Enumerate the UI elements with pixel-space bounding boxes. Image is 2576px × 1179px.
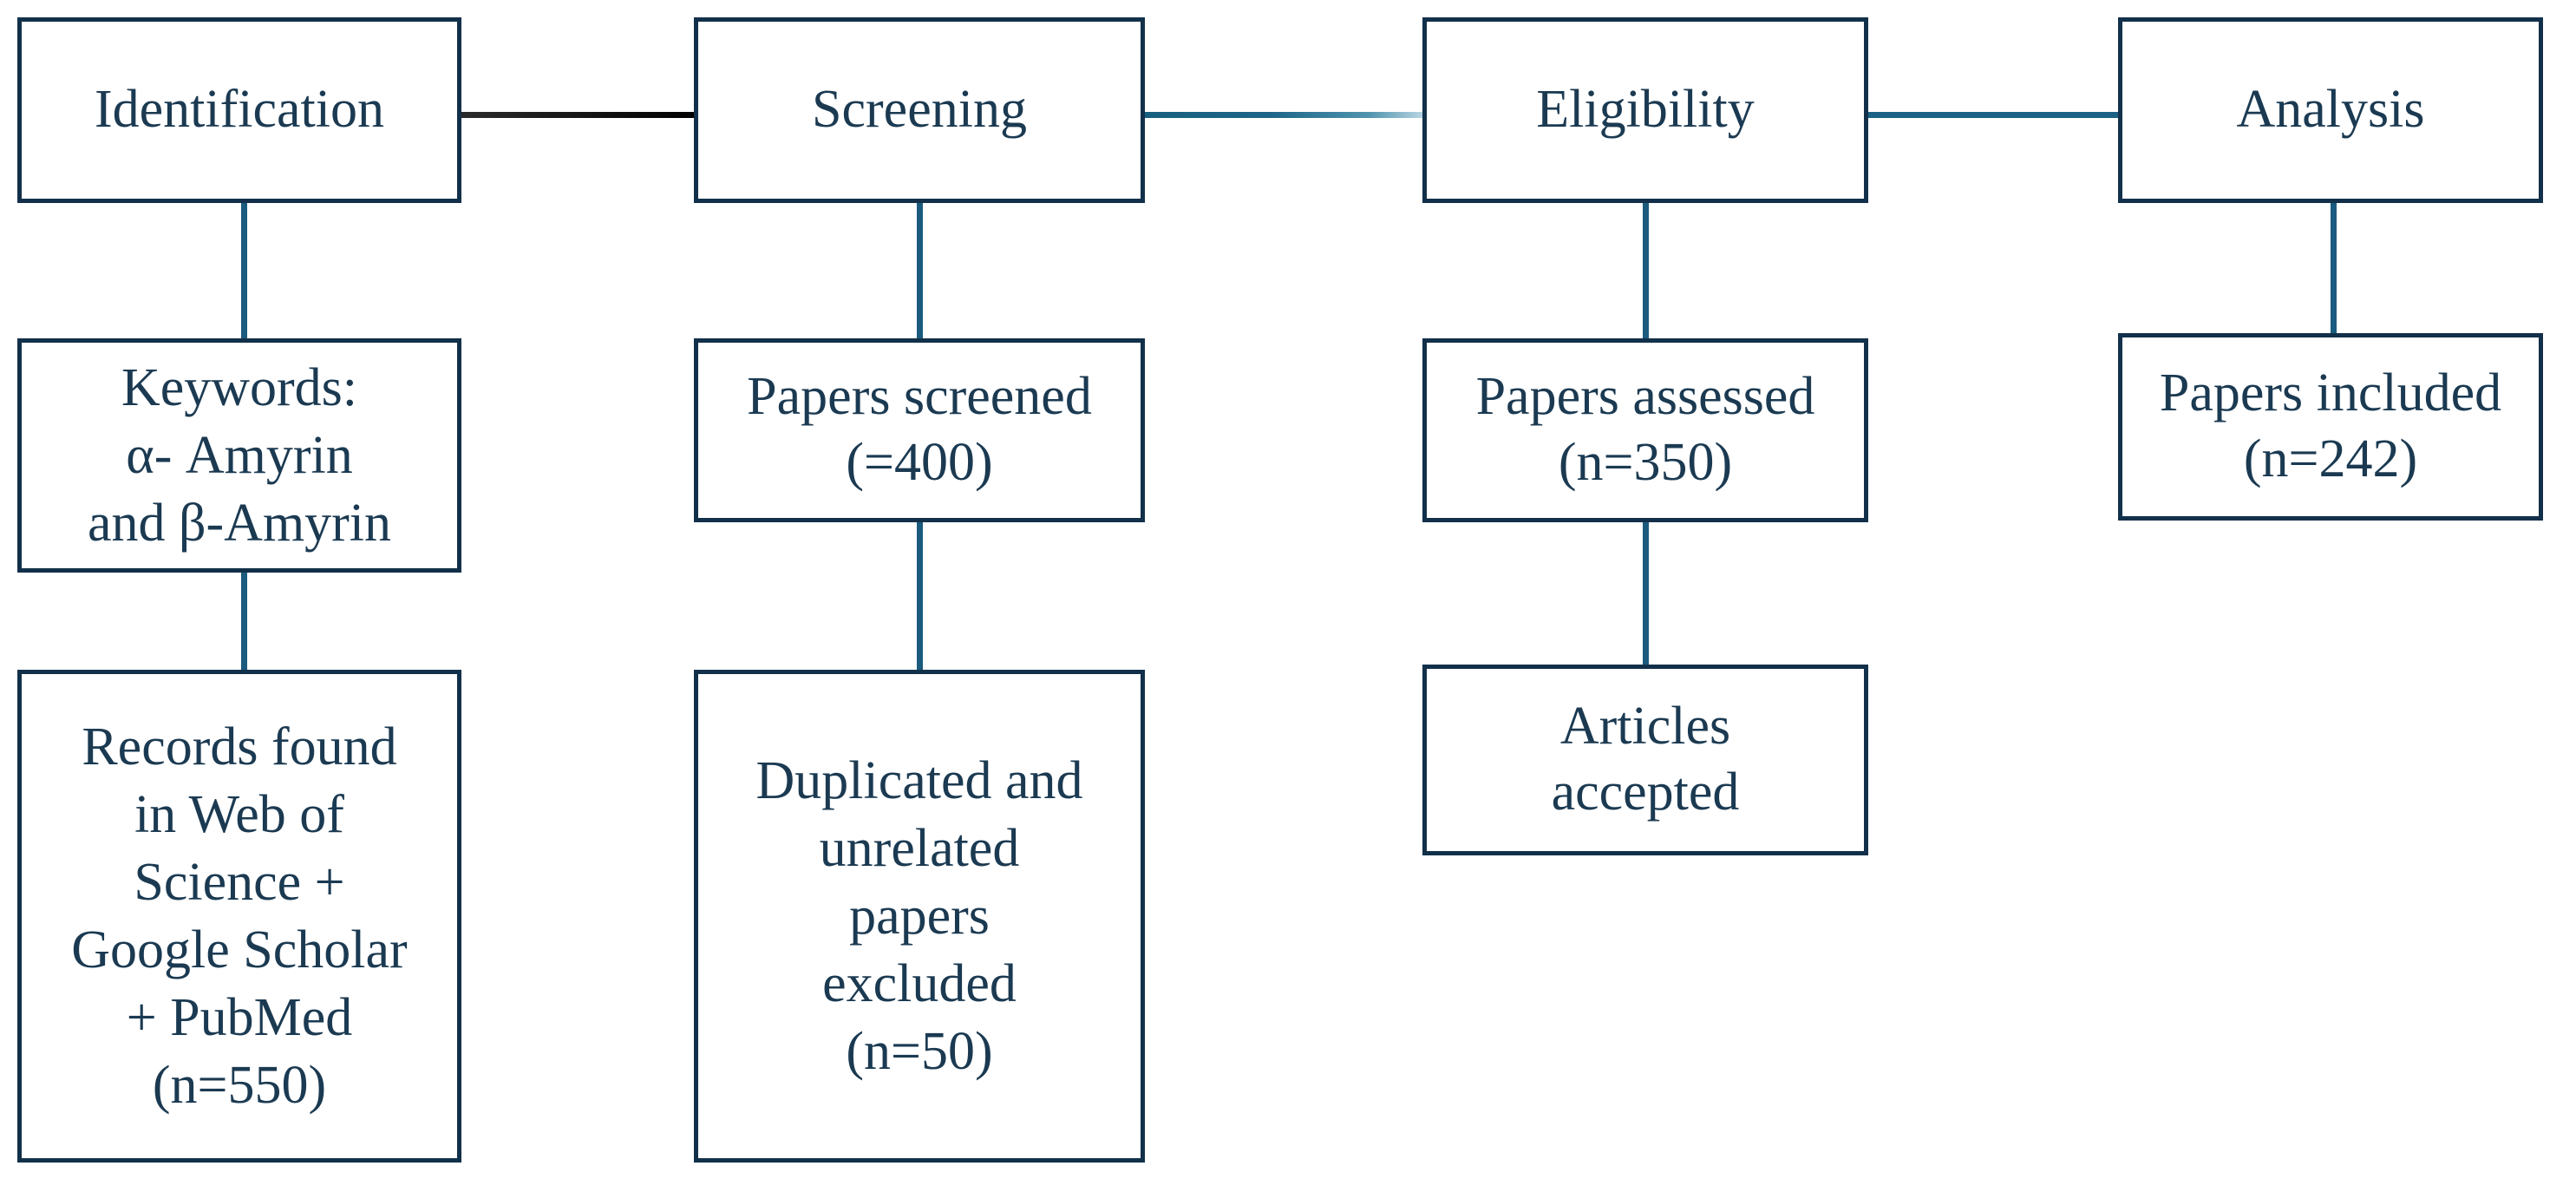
connector-identification-to-screening [244,112,696,118]
connector-eligibility-to-analysis [1865,112,2120,118]
connector-screening-to-papers-screened [917,203,923,342]
node-articles-accepted[interactable]: Articles accepted [1422,665,1868,855]
stage-header-screening[interactable]: Screening [694,17,1145,203]
stage-header-identification[interactable]: Identification [17,17,461,203]
connector-keywords-to-records [241,571,247,671]
node-papers-included[interactable]: Papers included (n=242) [2118,333,2543,521]
stage-header-eligibility[interactable]: Eligibility [1422,17,1868,203]
stage-header-analysis[interactable]: Analysis [2118,17,2543,203]
node-papers-screened[interactable]: Papers screened (=400) [694,338,1145,522]
node-duplicated-excluded[interactable]: Duplicated and unrelated papers excluded… [694,670,1145,1163]
connector-papers-screened-to-duplicated [917,521,923,671]
connector-screening-to-eligibility [1145,112,1424,118]
connector-identification-to-keywords [241,203,247,342]
connector-analysis-to-papers-included [2331,203,2337,335]
connector-papers-assessed-to-articles [1643,521,1649,666]
node-records-found[interactable]: Records found in Web of Science + Google… [17,670,461,1163]
node-papers-assessed[interactable]: Papers assessed (n=350) [1422,338,1868,522]
node-keywords[interactable]: Keywords: α- Amyrin and β-Amyrin [17,338,461,573]
connector-eligibility-to-papers-assessed [1643,203,1649,342]
